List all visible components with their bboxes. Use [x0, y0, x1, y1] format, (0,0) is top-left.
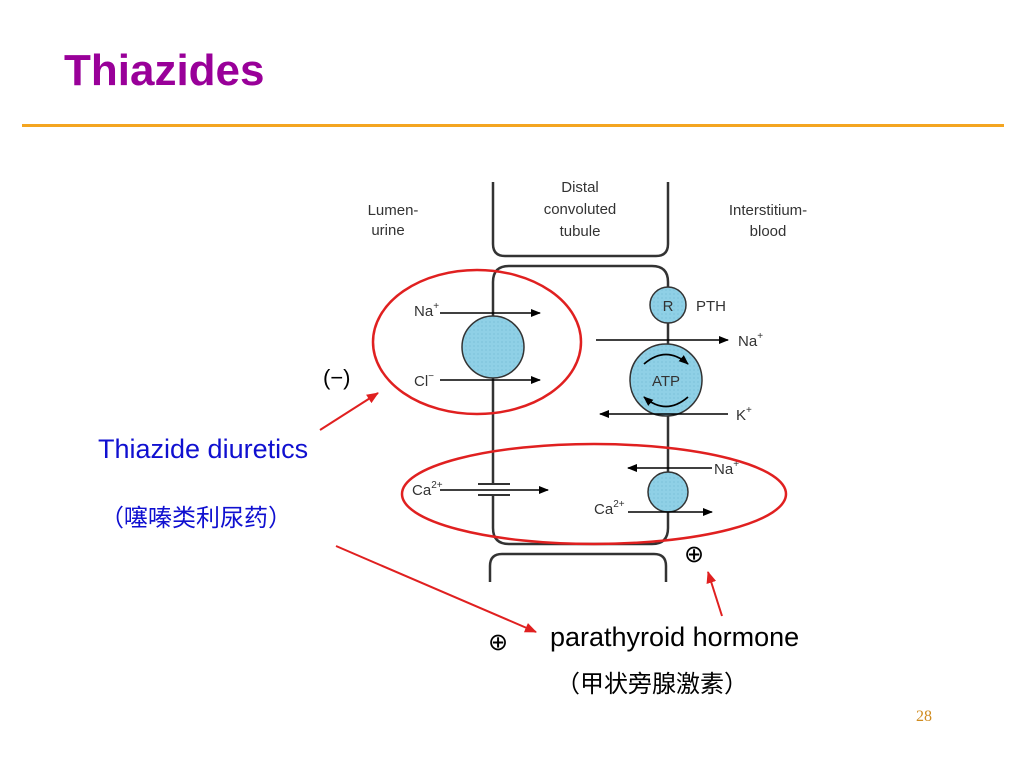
header-tubule-line3: tubule	[560, 223, 601, 240]
cell-membrane-top	[491, 182, 670, 258]
header-tubule-line1: Distal	[561, 179, 599, 196]
pth-receptor	[649, 286, 687, 324]
header-interstitium-line1: Interstitium-	[729, 202, 807, 219]
slide-number: 28	[916, 708, 932, 725]
atp-label: ATP	[652, 373, 680, 390]
atp-cycle-arrow-top	[643, 353, 689, 365]
header-lumen-line2: urine	[371, 222, 404, 239]
cell-membrane-bottom	[488, 552, 668, 582]
calcium-transport-highlight	[400, 442, 788, 546]
pth-stimulate-marker: ⊕	[684, 541, 705, 568]
ion-k-blood: K+	[736, 405, 752, 424]
na-ca-exchanger	[647, 471, 689, 513]
pth-label-en: parathyroid hormone	[550, 622, 800, 652]
inhibit-marker: (−)	[323, 365, 351, 390]
ion-ca-cell: Ca2+	[594, 499, 625, 518]
atp-cycle-arrow-bottom	[643, 396, 689, 408]
ion-na-blood: Na+	[738, 331, 763, 350]
cell-membrane-main	[491, 264, 670, 546]
pth-label-cn: （甲状旁腺激素）	[556, 670, 748, 698]
title-divider	[22, 124, 1004, 127]
thiazide-label-en: Thiazide diuretics	[98, 434, 309, 464]
ion-na-exchanger: Na+	[714, 459, 739, 478]
header-tubule-line2: convoluted	[544, 201, 617, 218]
thiazide-inhibit-arrow	[319, 392, 379, 431]
nacl-cotransporter	[461, 315, 525, 379]
thiazide-label-cn: （噻嗪类利尿药）	[100, 504, 292, 532]
pth-stimulate-arrow	[706, 571, 723, 617]
header-interstitium-line2: blood	[750, 223, 787, 240]
thiazide-stimulate-marker: ⊕	[488, 629, 509, 656]
header-lumen-line1: Lumen-	[368, 202, 419, 219]
thiazide-stimulate-arrow	[335, 545, 537, 633]
pth-label: PTH	[696, 298, 726, 315]
slide-title: Thiazides	[64, 46, 265, 95]
ion-ca-lumen: Ca2+	[412, 480, 443, 499]
ion-na-lumen: Na+	[414, 301, 439, 320]
receptor-label: R	[663, 298, 674, 315]
thiazide-target-highlight	[371, 268, 583, 416]
ion-cl-lumen: Cl−	[414, 371, 434, 390]
